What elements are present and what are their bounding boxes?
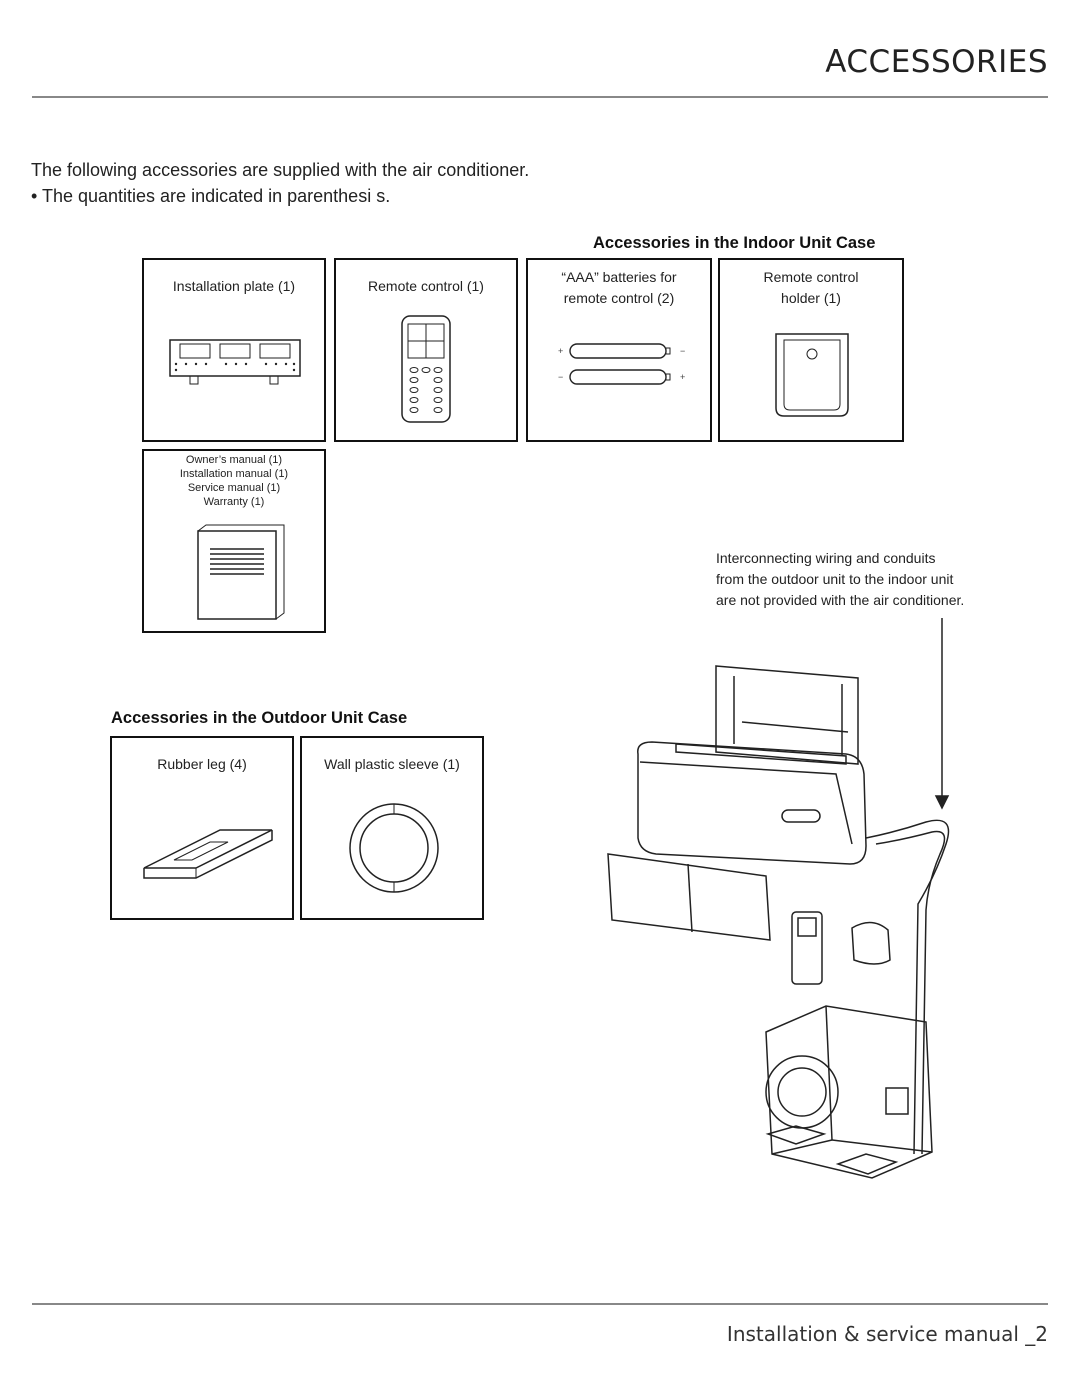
page-title: ACCESSORIES: [825, 44, 1048, 80]
manual-book-icon: [197, 524, 285, 620]
service-manual-label: Service manual (1): [187, 482, 281, 494]
footer-text: Installation & service manual _2: [726, 1322, 1048, 1346]
installation-illustration: [607, 618, 950, 1179]
mounting-plate-drawing: [715, 665, 859, 765]
remote-control-icon: [401, 315, 451, 423]
intro-text: The following accessories are supplied w…: [31, 160, 530, 180]
air-filter-drawing: [607, 853, 771, 941]
wall-sleeve-label: Wall plastic sleeve (1): [324, 756, 460, 772]
remote-holder-label-line1: Remote control: [763, 269, 859, 285]
remote-holder-label-line2: holder (1): [781, 290, 841, 306]
wiring-note-line2: from the outdoor unit to the indoor unit: [716, 571, 954, 587]
svg-text:−: −: [558, 372, 563, 382]
holder-drawing: [851, 921, 891, 965]
intro-bullet: • The quantities are indicated in parent…: [31, 186, 391, 206]
installation-plate-label: Installation plate (1): [172, 278, 296, 294]
batteries-label-line2: remote control (2): [563, 290, 675, 306]
outdoor-heading: Accessories in the Outdoor Unit Case: [111, 709, 408, 727]
remote-control-label: Remote control (1): [368, 278, 484, 294]
wall-sleeve-icon: [349, 803, 439, 893]
svg-text:−: −: [680, 346, 685, 356]
batteries-label-line1: “AAA” batteries for: [561, 269, 677, 285]
wiring-note-line3: are not provided with the air conditione…: [716, 592, 965, 608]
installation-plate-card: Installation plate (1): [142, 258, 326, 442]
owners-manual-label: Owner’s manual (1): [185, 454, 283, 466]
manuals-card: Owner’s manual (1) Installation manual (…: [142, 449, 326, 633]
installation-manual-label: Installation manual (1): [179, 468, 289, 480]
indoor-heading: Accessories in the Indoor Unit Case: [593, 234, 876, 252]
installation-plate-icon: [169, 339, 301, 385]
warranty-label: Warranty (1): [203, 496, 265, 508]
remote-holder-icon: [775, 333, 849, 417]
rubber-leg-card: Rubber leg (4): [110, 736, 294, 920]
svg-text:+: +: [680, 372, 685, 382]
svg-text:+: +: [558, 346, 563, 356]
remote-holder-card: Remote control holder (1): [718, 258, 904, 442]
rubber-leg-icon: [143, 829, 273, 879]
outdoor-unit-drawing: [765, 1005, 933, 1179]
indoor-unit-drawing: [637, 741, 867, 865]
batteries-icon: + − − +: [558, 343, 685, 385]
rubber-leg-label: Rubber leg (4): [157, 756, 247, 772]
batteries-card: “AAA” batteries for remote control (2) +…: [526, 258, 712, 442]
remote-drawing: [791, 911, 823, 985]
header-divider: [32, 96, 1048, 98]
remote-control-card: Remote control (1): [334, 258, 518, 442]
wiring-note-line1: Interconnecting wiring and conduits: [716, 550, 936, 566]
footer-divider: [32, 1303, 1048, 1305]
wiring-note: Interconnecting wiring and conduits from…: [716, 548, 1016, 611]
wall-sleeve-card: Wall plastic sleeve (1): [300, 736, 484, 920]
